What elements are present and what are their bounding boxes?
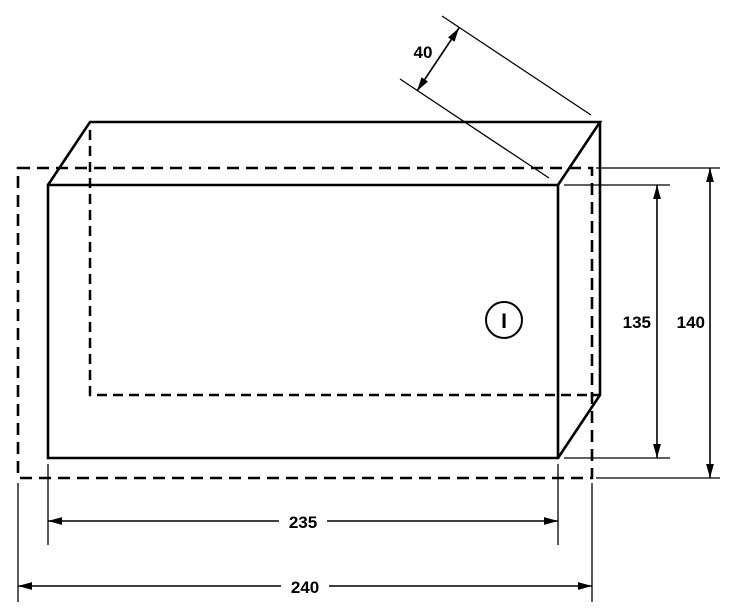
solid-box — [46, 120, 603, 460]
dimension-overall-width: 240 — [17, 483, 593, 602]
box-right-face — [556, 122, 602, 459]
dimension-label-depth: 40 — [414, 43, 433, 62]
view-mark: I — [485, 301, 523, 339]
outer-dashed-outline — [16, 166, 594, 480]
box-top-face — [46, 120, 603, 186]
outer-outline-rect — [16, 166, 594, 480]
dimension-box-height: 135 — [564, 184, 670, 459]
label-background — [281, 572, 329, 599]
hidden-edges — [88, 130, 600, 397]
dimension-label-overall-height: 140 — [677, 313, 705, 332]
hidden-back-edges — [88, 130, 600, 397]
label-background — [279, 507, 327, 534]
dimension-line — [416, 27, 460, 92]
dimension-label-overall-width: 240 — [291, 578, 319, 597]
view-mark-label: I — [501, 310, 507, 333]
dimension-label-box-width: 235 — [289, 513, 317, 532]
view-mark-circle — [485, 301, 523, 339]
extension-line — [441, 15, 592, 116]
dimension-depth: 40 — [399, 15, 592, 179]
box-front-face — [46, 183, 560, 460]
extension-line — [399, 78, 550, 179]
dimension-label-box-height: 135 — [623, 313, 651, 332]
dimension-box-width: 235 — [47, 464, 559, 545]
dimension-overall-height: 140 — [596, 167, 720, 479]
